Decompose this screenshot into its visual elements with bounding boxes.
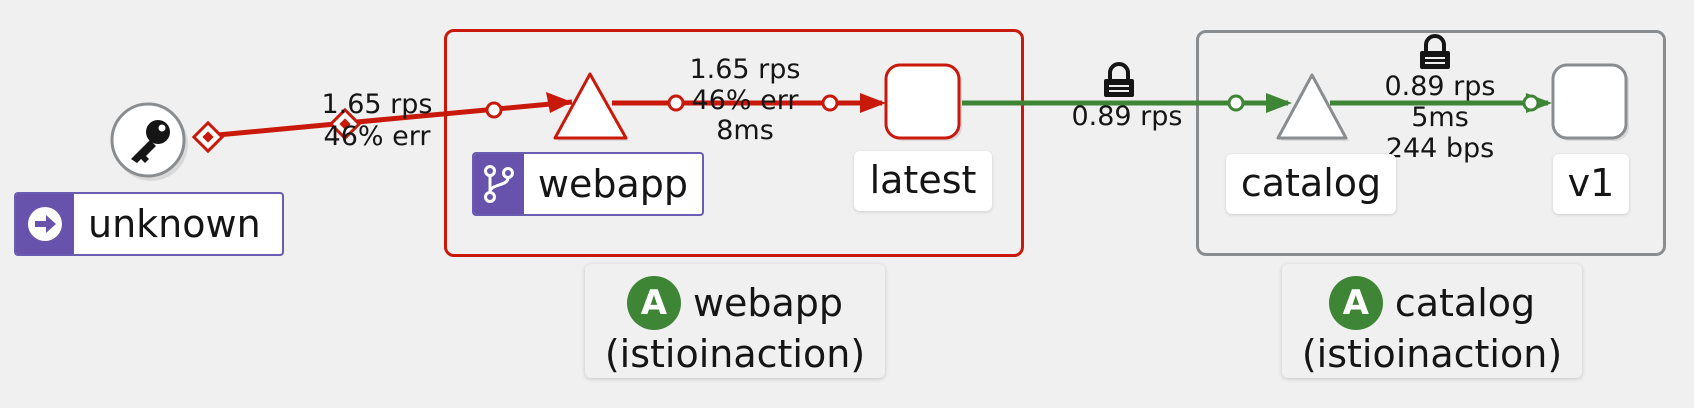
webapp-namespace-box[interactable]: A webapp (istioinaction) <box>585 264 885 378</box>
webapp-app-label: webapp <box>537 162 688 206</box>
app-badge-icon: A <box>626 276 681 330</box>
branch-icon <box>474 154 524 214</box>
edge-unknown-to-webapp[interactable]: 1.65 rps 46% err <box>191 89 573 154</box>
webapp-service-node[interactable] <box>553 72 629 141</box>
edge-latest-rps: 0.89 rps <box>1071 101 1182 132</box>
edge-webapp-to-latest[interactable]: 1.65 rps 46% err 8ms <box>612 54 886 146</box>
unknown-node-label: unknown <box>88 202 261 246</box>
edge-catalog-throughput: 244 bps <box>1386 133 1494 164</box>
lock-icon <box>1104 62 1134 97</box>
catalog-namespace-box[interactable]: A catalog (istioinaction) <box>1282 264 1582 378</box>
v1-workload-node[interactable] <box>1551 63 1629 141</box>
edge-port-marker <box>1227 94 1245 112</box>
unknown-node[interactable] <box>110 102 188 181</box>
diamond-marker-icon <box>191 107 362 154</box>
v1-workload-label[interactable]: v1 <box>1553 154 1629 214</box>
edge-port-marker <box>821 94 839 112</box>
webapp-app-tag[interactable]: webapp <box>472 152 704 216</box>
arrow-right-circle-icon <box>16 194 74 254</box>
key-icon <box>131 120 170 163</box>
latest-workload-label[interactable]: latest <box>854 151 992 211</box>
edge-unknown-err: 46% err <box>324 121 432 152</box>
lock-icon <box>1420 34 1450 69</box>
edge-webapp-err: 46% err <box>692 85 800 116</box>
edge-unknown-rps: 1.65 rps <box>321 89 432 120</box>
edge-catalog-rps: 0.89 rps <box>1384 71 1495 102</box>
edge-webapp-rps: 1.65 rps <box>689 54 800 85</box>
edge-latest-to-catalog[interactable]: 0.89 rps <box>962 62 1292 132</box>
namespace-app-name: webapp <box>692 281 844 325</box>
namespace-name: (istioinaction) <box>1301 332 1563 376</box>
latest-workload-node[interactable] <box>884 63 962 141</box>
namespace-app-name: catalog <box>1394 281 1536 325</box>
edge-webapp-latency: 8ms <box>716 115 774 146</box>
app-badge-icon: A <box>1328 276 1383 330</box>
unknown-node-tag[interactable]: unknown <box>14 192 284 256</box>
edge-port-marker <box>667 94 685 112</box>
edge-port-marker <box>485 101 503 119</box>
catalog-service-node[interactable] <box>1276 73 1349 141</box>
edge-port-marker <box>1522 94 1540 112</box>
namespace-name: (istioinaction) <box>604 332 866 376</box>
edge-catalog-to-v1[interactable]: 0.89 rps 5ms 244 bps <box>1330 34 1552 164</box>
edge-catalog-latency: 5ms <box>1411 102 1469 133</box>
catalog-service-label[interactable]: catalog <box>1226 154 1396 214</box>
